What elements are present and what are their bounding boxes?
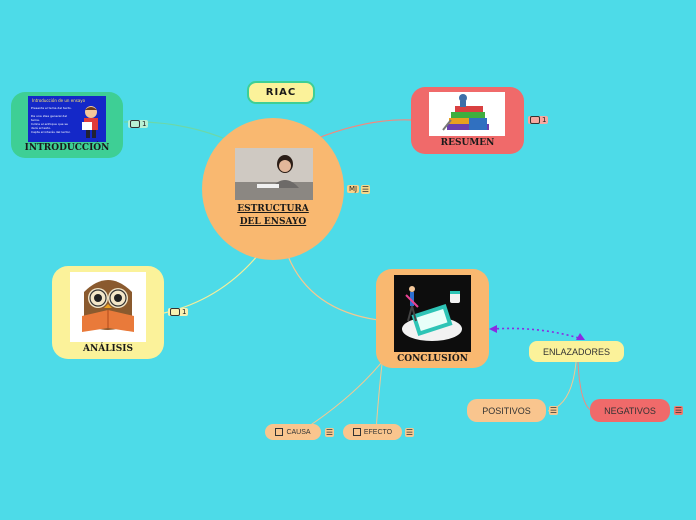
conclusion-image bbox=[394, 275, 471, 352]
resumen-comment-count: 1 bbox=[542, 116, 546, 124]
central-topic-label-2: DEL ENSAYO bbox=[202, 217, 344, 227]
analisis-comment-badge[interactable]: 1 bbox=[168, 308, 188, 316]
link-center-resumen bbox=[318, 120, 412, 138]
enlazadores-label: ENLAZADORES bbox=[543, 347, 610, 357]
comment-icon bbox=[130, 120, 140, 128]
link-enlazadores-negativos bbox=[578, 362, 592, 411]
center-menu-icon[interactable]: ☰ bbox=[361, 185, 370, 194]
relation-conclusion-enlazadores[interactable] bbox=[492, 328, 582, 339]
intro-bullet-1: Presenta el tema del texto. bbox=[31, 106, 73, 110]
student-photo bbox=[235, 148, 313, 200]
conclusion-node[interactable]: CONCLUSIÓN bbox=[376, 269, 489, 368]
introduccion-comment-badge[interactable]: 1 bbox=[128, 120, 148, 128]
conclusion-label: CONCLUSIÓN bbox=[376, 354, 489, 364]
analisis-node[interactable]: ANÁLISIS bbox=[52, 266, 164, 359]
intro-bullet-2: Da una idea general del tema. bbox=[31, 114, 73, 122]
causa-menu-icon[interactable]: ☰ bbox=[325, 428, 334, 437]
analisis-comment-count: 1 bbox=[182, 308, 186, 316]
intro-slide-image: Introducción de un ensayo Presenta el te… bbox=[28, 96, 106, 142]
checkbox-icon[interactable] bbox=[353, 428, 361, 436]
intro-bullet-3: Indica el enfoque que se dará al texto. bbox=[31, 122, 73, 130]
link-enlazadores-positivos bbox=[548, 362, 576, 411]
relation-arrow-end bbox=[576, 333, 585, 340]
link-center-conclusion bbox=[288, 256, 378, 320]
efecto-node[interactable]: EFECTO bbox=[343, 424, 402, 440]
negativos-menu-icon[interactable]: ☰ bbox=[674, 406, 683, 415]
link-conclusion-efecto bbox=[376, 364, 382, 432]
avatar-initials: MJ bbox=[349, 185, 357, 193]
relation-arrow-start bbox=[489, 325, 497, 333]
boy-reading-illustration bbox=[78, 104, 104, 140]
title-node[interactable]: RIAC bbox=[247, 81, 315, 104]
intro-bullet-4: Capta el interés del lector. bbox=[31, 130, 73, 134]
owl-reading-image bbox=[70, 272, 146, 342]
introduccion-node[interactable]: Introducción de un ensayo Presenta el te… bbox=[11, 92, 123, 158]
efecto-label: EFECTO bbox=[364, 429, 392, 436]
central-topic-label-1: ESTRUCTURA bbox=[202, 204, 344, 214]
positivos-node[interactable]: POSITIVOS bbox=[467, 399, 546, 422]
comment-icon bbox=[530, 116, 540, 124]
resumen-node[interactable]: RESUMEN bbox=[411, 87, 524, 154]
introduccion-comment-count: 1 bbox=[142, 120, 146, 128]
link-center-analisis bbox=[164, 255, 258, 313]
intro-slide-heading: Introducción de un ensayo bbox=[32, 98, 85, 103]
checkbox-icon[interactable] bbox=[275, 428, 283, 436]
causa-label: CAUSA bbox=[286, 429, 310, 436]
comment-icon bbox=[170, 308, 180, 316]
negativos-label: NEGATIVOS bbox=[604, 406, 656, 416]
resumen-label: RESUMEN bbox=[411, 138, 524, 148]
efecto-menu-icon[interactable]: ☰ bbox=[405, 428, 414, 437]
positivos-label: POSITIVOS bbox=[482, 406, 531, 416]
enlazadores-node[interactable]: ENLAZADORES bbox=[529, 341, 624, 362]
books-image bbox=[429, 92, 505, 136]
title-label: RIAC bbox=[249, 87, 313, 98]
central-topic[interactable]: ESTRUCTURA DEL ENSAYO bbox=[202, 118, 344, 260]
introduccion-label: INTRODUCCIÓN bbox=[11, 143, 123, 153]
analisis-label: ANÁLISIS bbox=[52, 344, 164, 354]
link-conclusion-causa bbox=[300, 362, 382, 432]
avatar[interactable]: MJ bbox=[347, 185, 359, 193]
causa-node[interactable]: CAUSA bbox=[265, 424, 321, 440]
negativos-node[interactable]: NEGATIVOS bbox=[590, 399, 670, 422]
resumen-comment-badge[interactable]: 1 bbox=[528, 116, 548, 124]
positivos-menu-icon[interactable]: ☰ bbox=[549, 406, 558, 415]
